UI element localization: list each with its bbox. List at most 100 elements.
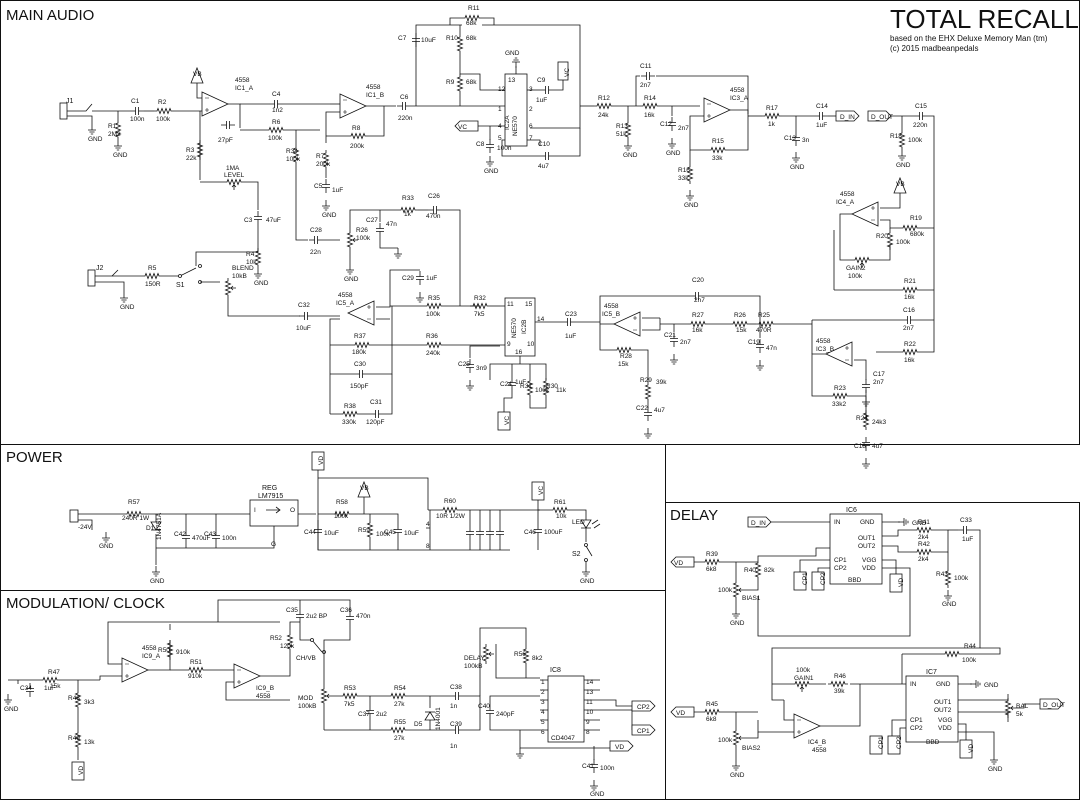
svg-text:D_IN: D_IN — [840, 114, 855, 121]
svg-text:100n: 100n — [497, 145, 512, 152]
svg-text:13: 13 — [508, 77, 516, 84]
svg-text:150R: 150R — [145, 281, 161, 288]
svg-text:10uF: 10uF — [324, 530, 339, 537]
main-audio-frame — [0, 0, 1080, 445]
svg-text:2n7: 2n7 — [678, 125, 689, 132]
svg-text:R46: R46 — [834, 673, 846, 680]
svg-text:CP2: CP2 — [834, 565, 847, 572]
svg-text:C37: C37 — [358, 711, 370, 718]
svg-text:R31: R31 — [520, 383, 532, 390]
svg-text:IC4_A: IC4_A — [836, 199, 855, 206]
subtitle-line-1: based on the EHX Deluxe Memory Man (tm) — [890, 34, 1048, 43]
svg-text:R36: R36 — [426, 333, 438, 340]
svg-text:100k: 100k — [896, 239, 911, 246]
svg-text:C29: C29 — [402, 275, 414, 282]
svg-text:120pF: 120pF — [366, 419, 384, 426]
svg-text:C25: C25 — [458, 361, 470, 368]
svg-text:47n: 47n — [386, 221, 397, 228]
svg-text:C3: C3 — [244, 217, 253, 224]
svg-text:100k: 100k — [718, 737, 733, 744]
svg-text:16k: 16k — [904, 294, 915, 301]
regulator — [249, 499, 299, 527]
svg-text:4u7: 4u7 — [872, 443, 883, 450]
svg-text:82k: 82k — [764, 567, 775, 574]
svg-text:15: 15 — [525, 301, 533, 308]
svg-text:R54: R54 — [394, 685, 406, 692]
svg-text:R44: R44 — [964, 643, 976, 650]
svg-text:150pF: 150pF — [350, 383, 368, 390]
svg-text:10k: 10k — [246, 259, 257, 266]
svg-text:39k: 39k — [656, 379, 667, 386]
svg-text:7k5: 7k5 — [344, 701, 355, 708]
subtitle-line-2: (c) 2015 madbeanpedals — [890, 44, 979, 53]
svg-text:VC: VC — [504, 416, 511, 425]
svg-text:R57: R57 — [128, 499, 140, 506]
svg-text:100uF: 100uF — [544, 529, 562, 536]
svg-text:100n: 100n — [130, 116, 145, 123]
svg-text:VGG: VGG — [938, 717, 952, 724]
svg-text:GND: GND — [730, 620, 745, 627]
svg-text:R20: R20 — [876, 233, 888, 240]
svg-text:C8: C8 — [476, 141, 485, 148]
svg-text:R39: R39 — [706, 551, 718, 558]
svg-text:51k: 51k — [616, 131, 627, 138]
svg-text:IC3_B: IC3_B — [816, 346, 834, 353]
svg-text:1n: 1n — [450, 743, 458, 750]
svg-text:2n7: 2n7 — [680, 339, 691, 346]
svg-text:IC4_B: IC4_B — [808, 739, 826, 746]
svg-text:22k: 22k — [186, 155, 197, 162]
svg-text:16: 16 — [515, 349, 523, 356]
svg-text:100k: 100k — [268, 135, 283, 142]
svg-text:R4: R4 — [246, 251, 255, 258]
svg-text:100k: 100k — [962, 657, 977, 664]
svg-text:BLEND: BLEND — [232, 265, 254, 272]
svg-text:C34: C34 — [20, 685, 32, 692]
svg-text:3k3: 3k3 — [84, 699, 95, 706]
svg-text:GND: GND — [88, 136, 103, 143]
svg-text:100k: 100k — [718, 587, 733, 594]
svg-text:R19: R19 — [910, 215, 922, 222]
svg-text:4558: 4558 — [338, 292, 353, 299]
modulation-circuit: R47 15k C34 1uF GND R48 3k3 R49 13k VD 4… — [3, 599, 656, 798]
svg-text:R41: R41 — [918, 519, 930, 526]
svg-text:1k: 1k — [768, 121, 776, 128]
svg-text:8: 8 — [586, 729, 590, 736]
svg-text:R49: R49 — [68, 735, 80, 742]
svg-text:10uF: 10uF — [404, 530, 419, 537]
svg-text:R35: R35 — [428, 295, 440, 302]
svg-text:100n: 100n — [600, 765, 615, 772]
svg-text:47uF: 47uF — [266, 217, 281, 224]
svg-text:LEVEL: LEVEL — [224, 172, 245, 179]
section-main-audio: MAIN AUDIO — [6, 7, 94, 24]
svg-text:VD: VD — [968, 744, 975, 753]
svg-text:VD: VD — [318, 456, 325, 465]
svg-text:VC: VC — [564, 68, 571, 77]
svg-text:R50: R50 — [158, 647, 170, 654]
svg-text:1k: 1k — [404, 211, 412, 218]
svg-text:910k: 910k — [188, 673, 203, 680]
svg-text:C39: C39 — [450, 721, 462, 728]
svg-text:1uF: 1uF — [426, 275, 437, 282]
svg-text:3n9: 3n9 — [476, 365, 487, 372]
svg-text:C12: C12 — [660, 121, 672, 128]
svg-text:100k: 100k — [908, 137, 923, 144]
svg-text:C20: C20 — [692, 277, 704, 284]
svg-text:GND: GND — [942, 601, 957, 608]
svg-text:13k: 13k — [84, 739, 95, 746]
svg-text:1MA: 1MA — [226, 165, 240, 172]
svg-text:DELAY: DELAY — [464, 655, 485, 662]
svg-text:4: 4 — [498, 123, 502, 130]
svg-text:1uF: 1uF — [816, 122, 827, 129]
svg-text:100kB: 100kB — [298, 703, 316, 710]
svg-text:C21: C21 — [664, 332, 676, 339]
ic7-bbd — [905, 675, 959, 743]
svg-text:24k3: 24k3 — [872, 419, 886, 426]
svg-text:R1: R1 — [108, 123, 117, 130]
svg-text:R11: R11 — [468, 5, 480, 12]
svg-text:R3: R3 — [186, 147, 195, 154]
svg-text:C26: C26 — [428, 193, 440, 200]
svg-text:C46: C46 — [524, 529, 536, 536]
svg-text:R33: R33 — [402, 195, 414, 202]
power-jack — [69, 509, 79, 523]
svg-text:C1: C1 — [131, 98, 140, 105]
